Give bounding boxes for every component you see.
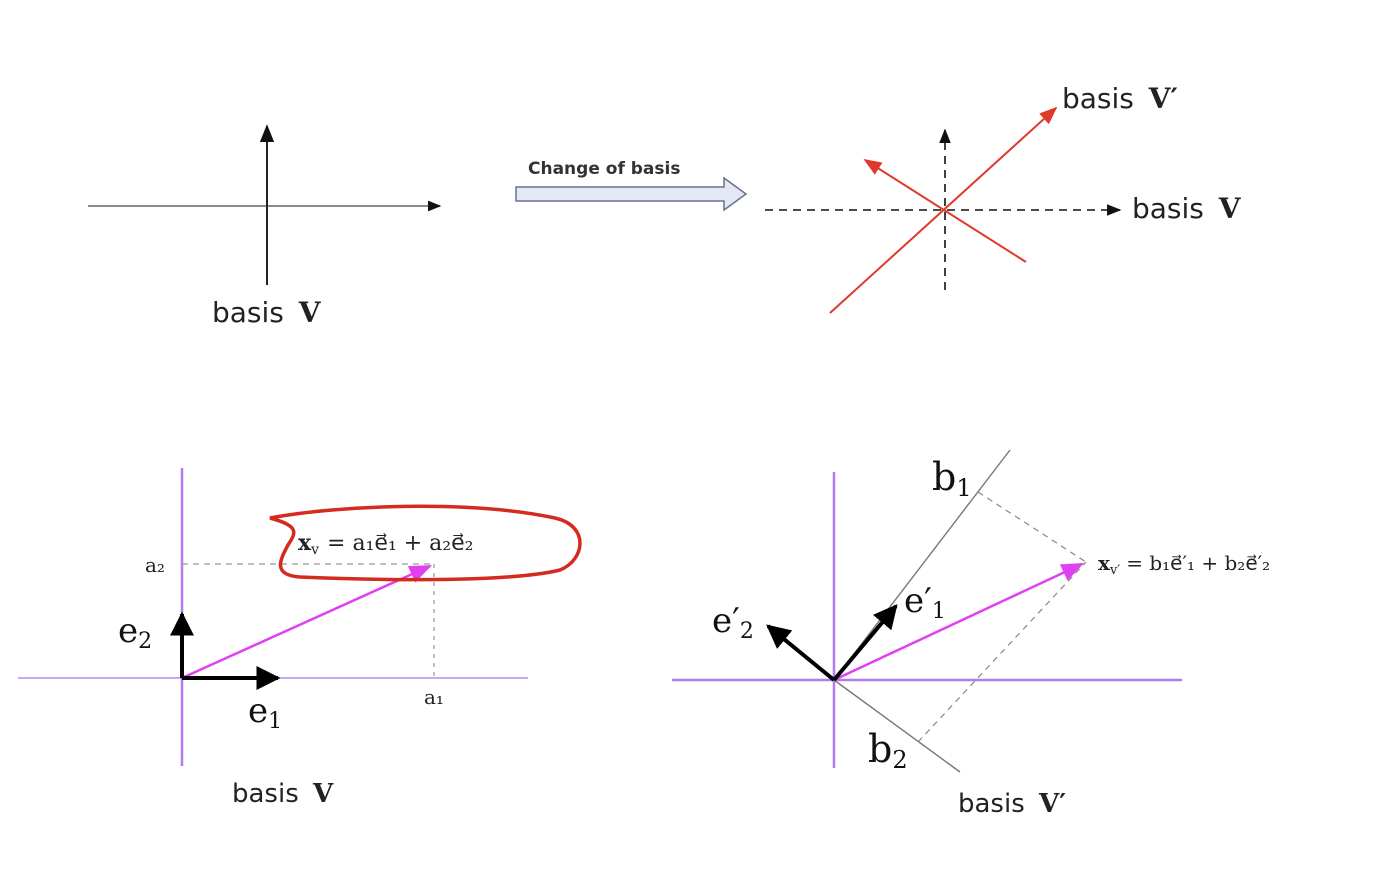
rotated-axis-b2 — [833, 679, 961, 773]
red-hand-drawn-circle — [269, 504, 582, 582]
vector-xv — [181, 564, 433, 680]
a1-label: a₁ — [424, 685, 444, 709]
e1-label: e1 — [248, 691, 282, 734]
e1-prime-label: e′1 — [904, 581, 946, 624]
basis-v-prime-label: basis V′ — [1062, 82, 1178, 115]
change-of-basis-label: Change of basis — [528, 159, 680, 179]
e2-prime-label: e′2 — [712, 601, 754, 644]
vector-xv-prime — [833, 562, 1085, 682]
red-axis-diagonal-down — [863, 159, 1027, 263]
e2-label: e2 — [118, 611, 152, 654]
basis-vector-e2-prime — [766, 624, 836, 682]
rotated-axis-b1 — [833, 449, 1011, 681]
projection-b2-dashed — [917, 561, 1087, 743]
a2-label: a₂ — [145, 553, 165, 577]
bottom-right-diagram: b1 b2 e′1 e′2 xv′= b₁e⃗′₁ + b₂e⃗′₂ basis… — [672, 449, 1270, 819]
block-arrow-icon — [515, 176, 748, 212]
basis-v-label-right: basis V — [1132, 192, 1242, 225]
basis-vector-e1-prime — [832, 604, 898, 682]
basis-v-label: basis V — [212, 296, 322, 329]
basis-v-caption: basis V — [232, 779, 334, 809]
b2-label: b2 — [868, 727, 908, 774]
bottom-left-diagram: e1 e2 a₂ a₁ xv= a₁e⃗₁ + a₂e⃗₂ basis V — [18, 468, 582, 809]
equation-xv-prime: xv′= b₁e⃗′₁ + b₂e⃗′₂ — [1098, 551, 1270, 578]
projection-b1-dashed — [977, 491, 1087, 563]
top-right-axes: basis V′ basis V — [765, 82, 1242, 314]
b1-label: b1 — [932, 455, 972, 502]
change-of-basis-arrow: Change of basis — [515, 159, 748, 212]
top-left-axes: basis V — [88, 124, 442, 329]
basis-v-prime-caption: basis V′ — [958, 789, 1066, 819]
equation-xv: xv= a₁e⃗₁ + a₂e⃗₂ — [298, 530, 473, 558]
